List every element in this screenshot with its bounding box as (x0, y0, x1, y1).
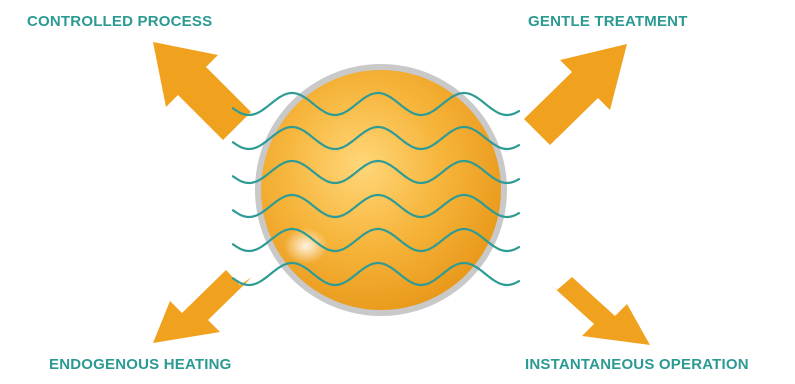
outward-arrow-icon-top-right (524, 44, 627, 145)
heated-sphere-icon (255, 64, 507, 316)
sphere-body (261, 70, 501, 310)
outward-arrow-icon-top-left (153, 42, 251, 140)
arrow-shape (524, 44, 627, 145)
arrow-shape (551, 277, 650, 345)
outward-arrow-icon-bottom-right (551, 277, 650, 345)
arrow-shape (153, 42, 251, 140)
